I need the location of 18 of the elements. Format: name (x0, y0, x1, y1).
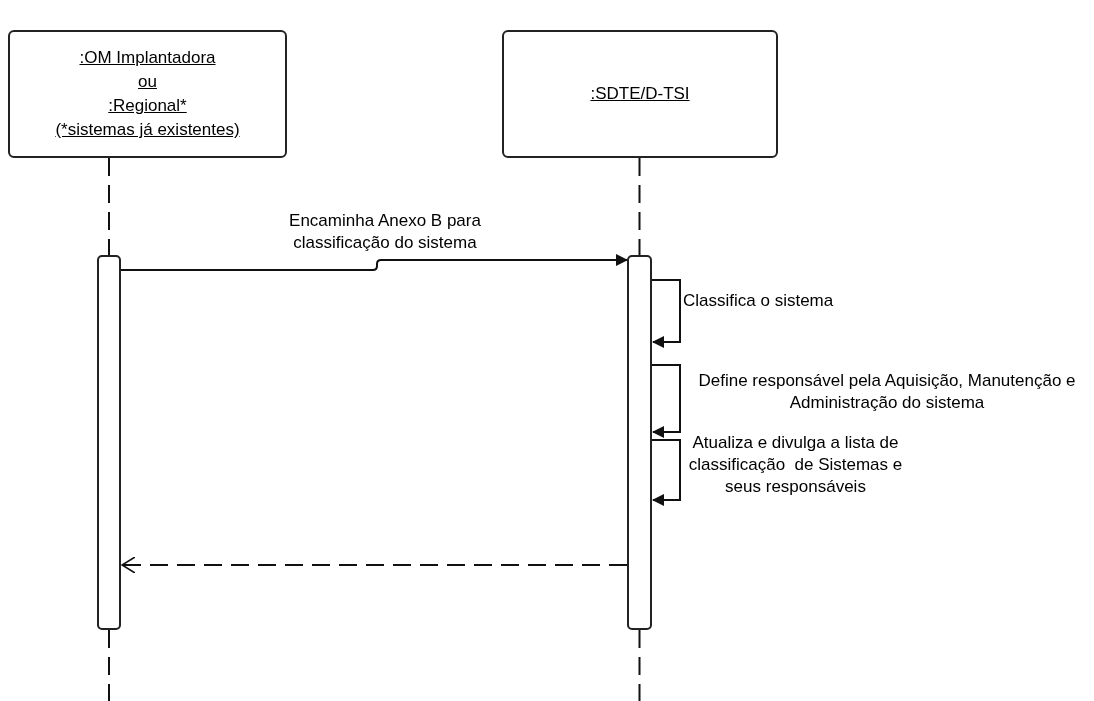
self-message-arrow (651, 279, 681, 348)
lifeline (108, 629, 110, 701)
activation-bar (627, 255, 652, 630)
participant-name: :Regional* (108, 95, 187, 117)
self-message-arrow (651, 439, 681, 506)
lifeline-head (502, 30, 778, 158)
participant-name: :OM Implantadora (79, 47, 216, 69)
message-arrow (120, 254, 628, 271)
lifeline-head (8, 30, 287, 158)
lifeline (638, 629, 641, 701)
self-message-arrow (651, 364, 681, 438)
lifeline (638, 157, 641, 256)
participant-name: ou (138, 71, 157, 93)
activation-bar (97, 255, 121, 630)
participant-name: :SDTE/D-TSI (590, 83, 690, 105)
return-arrow (121, 556, 628, 574)
lifeline (108, 157, 110, 256)
participant-name: (*sistemas já existentes) (55, 119, 240, 141)
